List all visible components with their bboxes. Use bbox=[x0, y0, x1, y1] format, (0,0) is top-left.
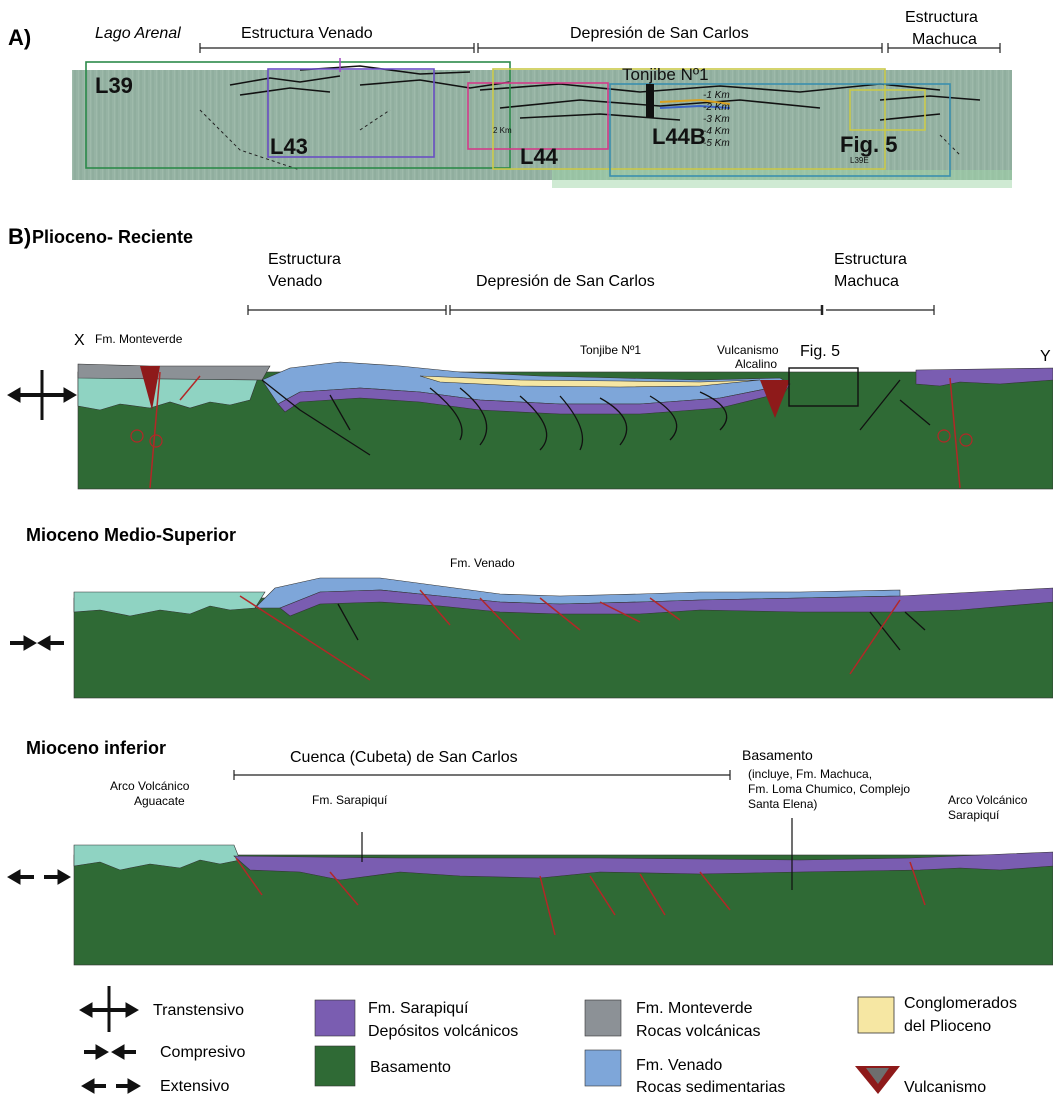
legend-conglomerados-2: del Plioceno bbox=[904, 1018, 991, 1035]
monteverde-label: Fm. Monteverde bbox=[95, 332, 183, 346]
basamento-note-1: (incluye, Fm. Machuca, bbox=[748, 767, 872, 781]
estructura-venado-label: Estructura Venado bbox=[241, 25, 373, 42]
section-mioceno-inferior bbox=[73, 818, 1053, 966]
svg-text:-3 Km: -3 Km bbox=[703, 114, 730, 125]
svg-text:-2 Km: -2 Km bbox=[703, 102, 730, 113]
transtensivo-arrows bbox=[7, 370, 77, 420]
legend-venado-1: Fm. Venado bbox=[636, 1057, 722, 1074]
depresion-title: Depresión de San Carlos bbox=[476, 273, 655, 290]
legend-basamento-label: Basamento bbox=[370, 1059, 451, 1076]
line-l39-label: L39 bbox=[95, 73, 133, 98]
fm-sarapiqui-label: Fm. Sarapiquí bbox=[312, 793, 388, 807]
section-mioceno-medio bbox=[73, 577, 1053, 699]
legend-vulcanismo-label: Vulcanismo bbox=[904, 1079, 986, 1096]
panel-a: A) Lago Arenal Estructura Venado Depresi… bbox=[8, 9, 1012, 188]
mioceno-medio-title: Mioceno Medio-Superior bbox=[26, 525, 236, 545]
panel-a-brackets bbox=[199, 43, 1001, 53]
legend-compresivo-label: Compresivo bbox=[160, 1044, 245, 1061]
legend-conglomerados-1: Conglomerados bbox=[904, 995, 1017, 1012]
fig5-box-b bbox=[788, 367, 859, 407]
legend-sarapiqui-2: Depósitos volcánicos bbox=[368, 1023, 518, 1040]
panel-b-brackets bbox=[247, 305, 935, 315]
point-x-label: X bbox=[74, 332, 85, 349]
legend-monteverde-1: Fm. Monteverde bbox=[636, 1000, 753, 1017]
line-l44b-box bbox=[492, 68, 886, 170]
point-y-label: Y bbox=[1040, 348, 1051, 365]
plioceno-title: Plioceno- Reciente bbox=[32, 227, 193, 247]
conglomerados-layer bbox=[419, 375, 761, 388]
depresion-label: Depresión de San Carlos bbox=[570, 25, 749, 42]
estructura-machuca-top: Estructura bbox=[834, 251, 907, 268]
legend-transtensivo-symbol bbox=[79, 986, 139, 1032]
legend-extensivo-label: Extensivo bbox=[160, 1078, 229, 1095]
line-l39e-label: L39E bbox=[850, 156, 869, 165]
legend-venado-2: Rocas sedimentarias bbox=[636, 1079, 785, 1096]
svg-text:-1 Km: -1 Km bbox=[703, 90, 730, 101]
seismic-lines-mosaic: L39 L43 L44 L44B Fig. 5 L39E Tonjibe Nº1… bbox=[72, 58, 1012, 188]
strike-slip-symbols bbox=[130, 429, 973, 448]
line-l44-box bbox=[467, 82, 609, 150]
estructura-label: Estructura bbox=[905, 9, 978, 26]
mioceno-inferior-title: Mioceno inferior bbox=[26, 738, 166, 758]
legend-sarapiqui-swatch bbox=[314, 999, 356, 1037]
line-l44-label: L44 bbox=[520, 144, 559, 169]
arco-sarapiqui-1: Arco Volcánico bbox=[948, 793, 1028, 807]
legend-monteverde-swatch bbox=[584, 999, 622, 1037]
depth-scale: -1 Km -2 Km -3 Km -4 Km -5 Km bbox=[703, 90, 730, 149]
legend: Transtensivo Compresivo Extensivo Fm. Sa… bbox=[79, 986, 1017, 1096]
legend-transtensivo-label: Transtensivo bbox=[153, 1002, 244, 1019]
legend-monteverde-2: Rocas volcánicas bbox=[636, 1023, 761, 1040]
line-l43-box bbox=[267, 68, 435, 158]
well-tonjibe-marker bbox=[646, 84, 654, 118]
line-l44b-label: L44B bbox=[652, 124, 706, 149]
fm-venado-label: Fm. Venado bbox=[450, 556, 515, 570]
basamento-note-2: Fm. Loma Chumico, Complejo bbox=[748, 782, 910, 796]
legend-extensivo-symbol bbox=[81, 1078, 141, 1094]
panel-mioceno-inferior: Mioceno inferior Cuenca (Cubeta) de San … bbox=[7, 738, 1053, 966]
alcalino-label: Alcalino bbox=[735, 357, 777, 371]
estructura-machuca-bottom: Machuca bbox=[834, 273, 899, 290]
compresivo-arrows bbox=[10, 635, 64, 651]
cuenca-label: Cuenca (Cubeta) de San Carlos bbox=[290, 749, 518, 766]
svg-text:-4 Km: -4 Km bbox=[703, 126, 730, 137]
svg-text:-5 Km: -5 Km bbox=[703, 138, 730, 149]
tonjibe-label: Tonjibe Nº1 bbox=[580, 343, 641, 357]
panel-b-label: B) bbox=[8, 224, 31, 249]
arco-aguacate-2: Aguacate bbox=[134, 794, 185, 808]
well-tonjibe-label: Tonjibe Nº1 bbox=[622, 65, 709, 84]
cuenca-bracket bbox=[233, 770, 731, 780]
line-l39e-box bbox=[609, 83, 951, 177]
faults-red bbox=[149, 371, 961, 489]
extensivo-arrows bbox=[7, 869, 71, 885]
panel-a-label: A) bbox=[8, 25, 31, 50]
legend-sarapiqui-1: Fm. Sarapiquí bbox=[368, 1000, 469, 1017]
panel-b-plioceno: B) Plioceno- Reciente Estructura Venado … bbox=[7, 224, 1053, 490]
line-l43-label: L43 bbox=[270, 134, 308, 159]
monteverde-underlay bbox=[77, 371, 261, 411]
monteverde-cap bbox=[77, 363, 271, 381]
distance-scale-label: 2 Km bbox=[493, 126, 512, 135]
estructura-venado-bottom: Venado bbox=[268, 273, 322, 290]
line-l39-box bbox=[85, 61, 511, 169]
section-plioceno bbox=[77, 361, 1053, 490]
arco-sarapiqui-2: Sarapiquí bbox=[948, 808, 1000, 822]
panel-mioceno-medio: Mioceno Medio-Superior Fm. Venado bbox=[10, 525, 1053, 699]
fig5-label-b: Fig. 5 bbox=[800, 343, 840, 360]
fig5-label-a: Fig. 5 bbox=[840, 132, 897, 157]
legend-venado-swatch bbox=[584, 1049, 622, 1087]
basamento-title: Basamento bbox=[742, 747, 813, 763]
legend-basamento-swatch bbox=[314, 1045, 356, 1087]
arco-aguacate-1: Arco Volcánico bbox=[110, 779, 190, 793]
fig5-box-a bbox=[849, 89, 926, 131]
lago-arenal-label: Lago Arenal bbox=[95, 25, 181, 42]
vulcanismo-label: Vulcanismo bbox=[717, 343, 779, 357]
legend-conglomerados-swatch bbox=[857, 996, 895, 1034]
faults-black bbox=[261, 379, 931, 456]
estructura-venado-top: Estructura bbox=[268, 251, 341, 268]
basamento-note-3: Santa Elena) bbox=[748, 797, 817, 811]
legend-compresivo-symbol bbox=[84, 1044, 136, 1060]
volcanic-conduits bbox=[140, 366, 790, 418]
machuca-label: Machuca bbox=[912, 31, 977, 48]
